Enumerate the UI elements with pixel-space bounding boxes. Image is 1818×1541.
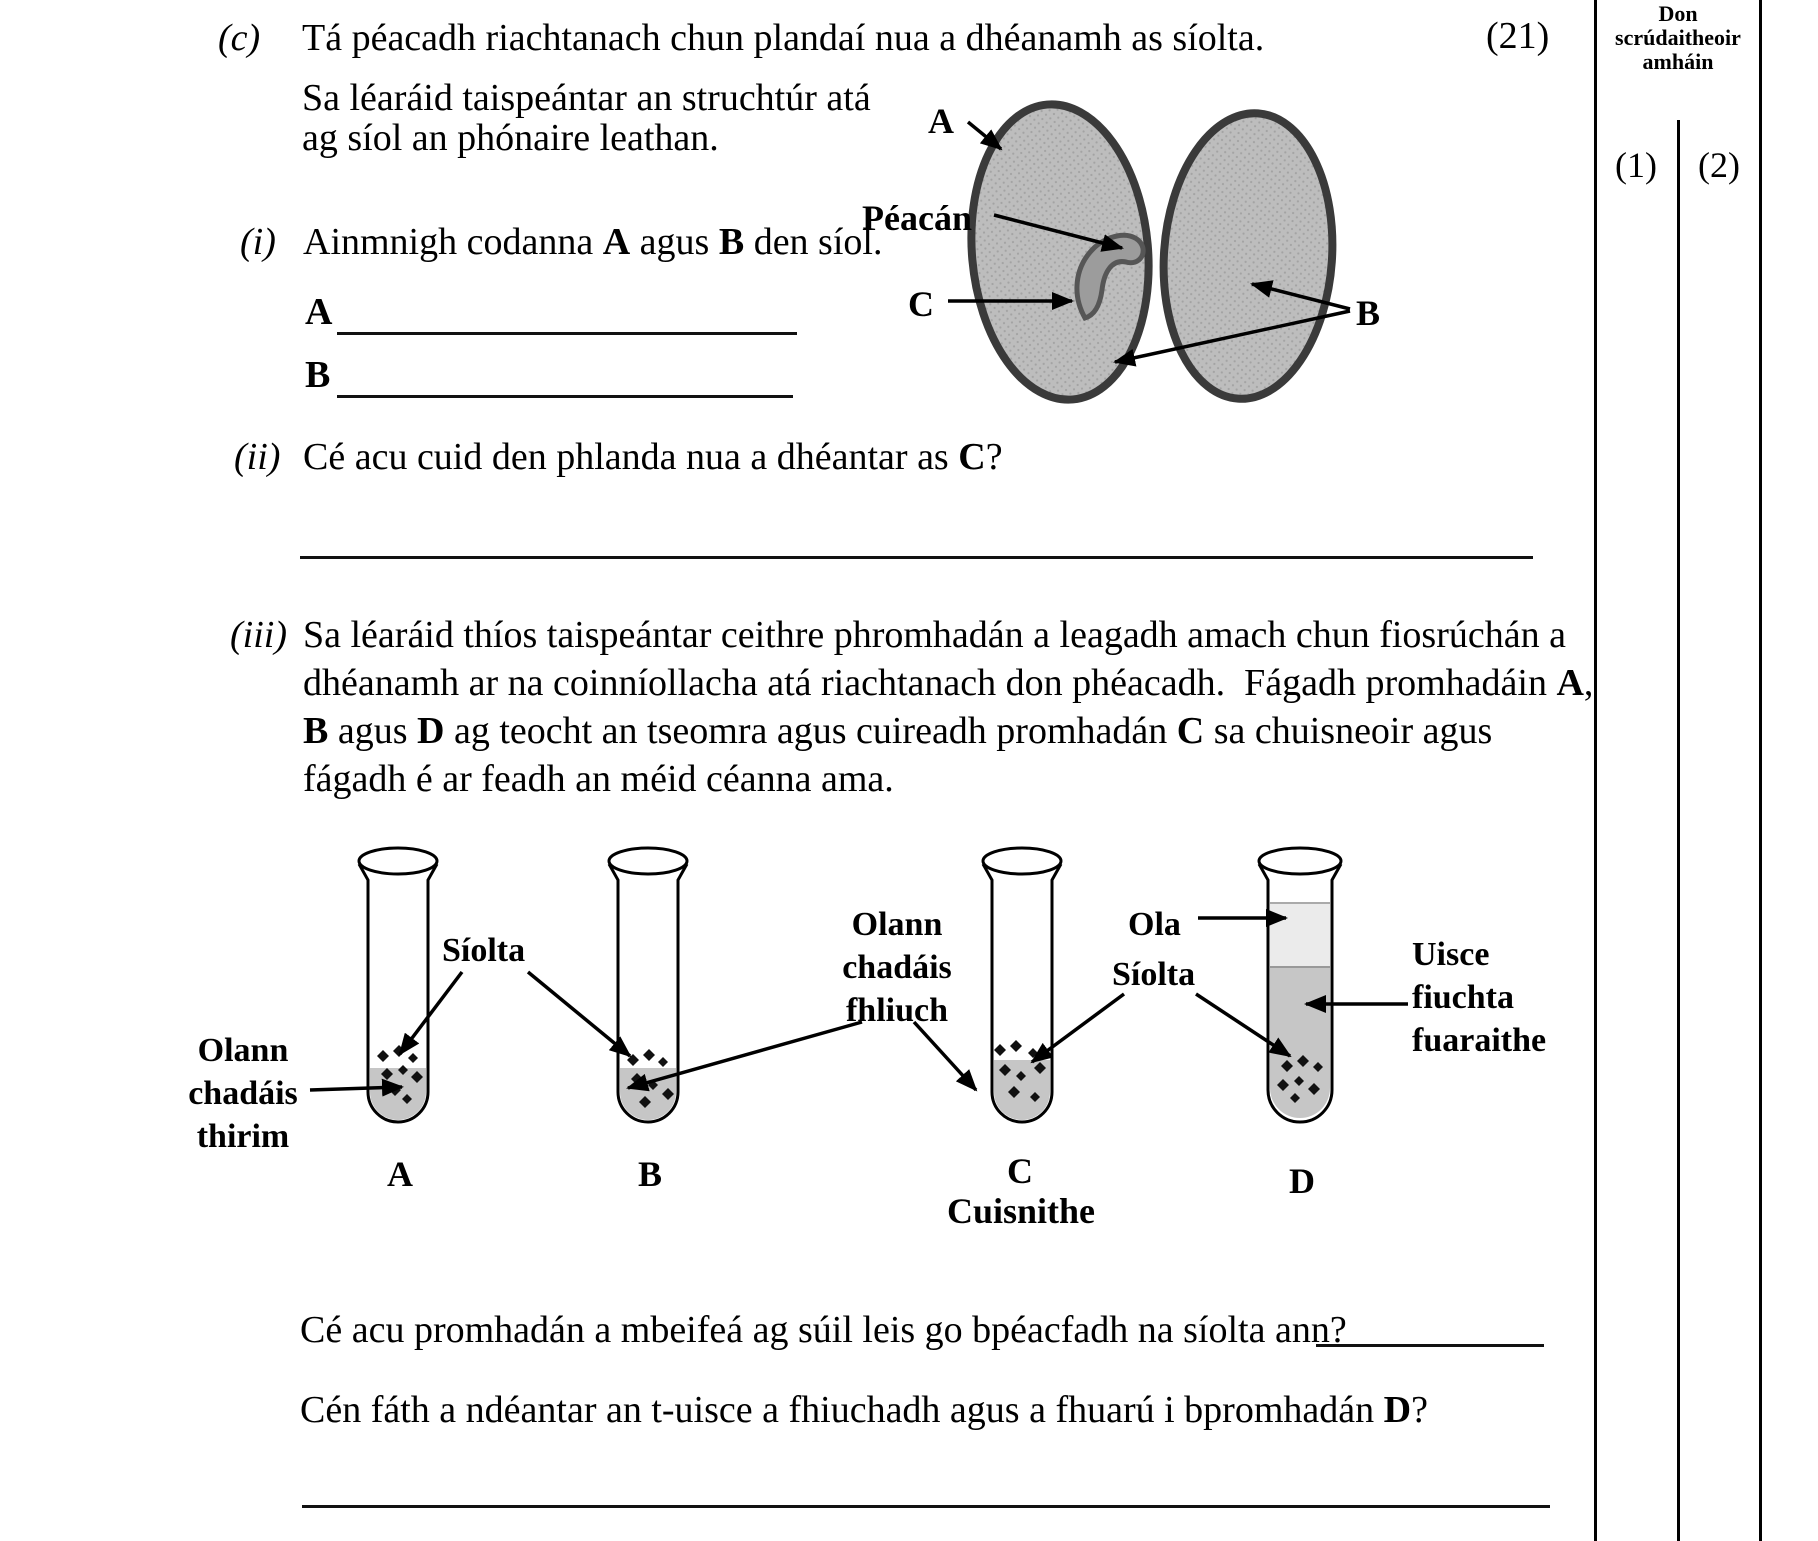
uisce-line3: fuaraithe bbox=[1412, 1021, 1547, 1059]
question-1: Cé acu promhadán a mbeifeá ag súil leis … bbox=[300, 1309, 1347, 1351]
seed-label-a: A bbox=[928, 101, 954, 141]
arrow-olann-fhliuch-to-c bbox=[912, 1020, 978, 1092]
arrow-a bbox=[966, 120, 1003, 151]
tube-c-label: C bbox=[1007, 1151, 1033, 1191]
part-iii-line1: Sa léaráid thíos taispeántar ceithre phr… bbox=[303, 614, 1566, 656]
seed-label-b: B bbox=[1356, 293, 1381, 333]
tube-d-lip bbox=[1257, 846, 1343, 876]
marks-column-2: (2) bbox=[1698, 145, 1740, 185]
arrow-b-right bbox=[1250, 280, 1351, 311]
arrow-siolta-to-a bbox=[398, 970, 464, 1056]
tube-a-label: A bbox=[387, 1154, 413, 1194]
part-iii-line2: dhéanamh ar na coinníollacha atá riachta… bbox=[303, 662, 1594, 704]
tube-c-seeds bbox=[994, 1040, 1046, 1102]
label-uisce: Uisce fiuchta fuaraithe bbox=[1412, 934, 1546, 1062]
part-iii-label: (iii) bbox=[230, 614, 287, 656]
seed-label-peacan: Péacán bbox=[862, 198, 972, 238]
arrow-olann-fhliuch-to-b bbox=[626, 1020, 863, 1092]
marks-column-1: (1) bbox=[1615, 145, 1657, 185]
arrow-siolta-to-b bbox=[526, 970, 632, 1058]
answer-line-q2[interactable] bbox=[302, 1505, 1550, 1508]
examiner-header-line3: amháin bbox=[1642, 49, 1714, 75]
tube-c-outline bbox=[981, 863, 1063, 1124]
uisce-line2: fiuchta bbox=[1412, 978, 1514, 1016]
part-i-question: Ainmnigh codanna A agus B den síol. bbox=[303, 221, 883, 263]
label-ola: Ola bbox=[1128, 906, 1181, 943]
question-2: Cén fáth a ndéantar an t-uisce a fhiucha… bbox=[300, 1389, 1428, 1431]
tube-a-lip bbox=[357, 846, 439, 876]
margin-rule-divider bbox=[1677, 120, 1680, 1541]
part-c-intro: Tá péacadh riachtanach chun plandaí nua … bbox=[302, 17, 1265, 59]
olann-fhliuch-line3: fhliuch bbox=[845, 991, 949, 1029]
margin-rule-right bbox=[1759, 0, 1762, 1541]
tube-d-label: D bbox=[1289, 1161, 1315, 1201]
answer-line-b[interactable] bbox=[337, 395, 793, 398]
label-olann-fhliuch: Olann chadáis fhliuch bbox=[832, 904, 962, 1032]
olann-fhliuch-line2: chadáis bbox=[842, 948, 952, 986]
part-c-label: (c) bbox=[218, 17, 261, 59]
tube-c-lip bbox=[981, 846, 1063, 876]
arrow-siolta2-to-d bbox=[1195, 992, 1292, 1058]
embryo-shape bbox=[1074, 232, 1146, 321]
label-siolta-right: Síolta bbox=[1112, 956, 1196, 993]
margin-rule-left bbox=[1594, 0, 1597, 1541]
tube-d-oil-layer bbox=[1270, 903, 1330, 967]
answer-line-q1[interactable] bbox=[1316, 1344, 1544, 1347]
seed-diagram bbox=[948, 100, 1351, 404]
arrow-b-left bbox=[1113, 309, 1351, 367]
tube-d-outline bbox=[1257, 863, 1343, 1124]
examiner-header-line2: scrúdaitheoir bbox=[1615, 25, 1741, 51]
part-i-label: (i) bbox=[240, 221, 276, 263]
tube-b-outline bbox=[607, 863, 689, 1124]
arrow-olann-thirim-to-a bbox=[309, 1078, 404, 1097]
lead-line-1: Sa léaráid taispeántar an struchtúr atá bbox=[302, 77, 871, 119]
examiner-header-line1: Don bbox=[1658, 1, 1698, 26]
olann-fhliuch-line1: Olann bbox=[851, 906, 943, 943]
seed-label-c: C bbox=[908, 284, 934, 324]
examiner-only-header: Don scrúdaitheoir amháin bbox=[1597, 1, 1759, 75]
cotyledon-left bbox=[967, 100, 1153, 404]
uisce-line1: Uisce bbox=[1412, 936, 1490, 973]
tube-d-water-layer bbox=[1270, 967, 1330, 1118]
tube-a-outline bbox=[357, 863, 439, 1124]
tube-b-lip bbox=[607, 846, 689, 876]
label-olann-thirim: Olann chadáis thirim bbox=[178, 1030, 308, 1158]
tube-b-seeds bbox=[627, 1049, 674, 1108]
olann-thirim-line2: chadáis bbox=[188, 1074, 298, 1112]
answer-a-label: A bbox=[305, 291, 333, 333]
marks-total: (21) bbox=[1486, 15, 1550, 57]
label-siolta-left: Síolta bbox=[442, 932, 526, 969]
cotyledon-right bbox=[1159, 109, 1337, 403]
part-iii-line3: B agus D ag teocht an tseomra agus cuire… bbox=[303, 710, 1493, 752]
tube-d-seeds bbox=[1277, 1055, 1323, 1103]
part-ii-question: Cé acu cuid den phlanda nua a dhéantar a… bbox=[303, 436, 1003, 478]
olann-thirim-line1: Olann bbox=[197, 1032, 289, 1069]
answer-b-label: B bbox=[305, 354, 331, 396]
tube-c-contents bbox=[994, 1060, 1050, 1120]
tube-b-label: B bbox=[637, 1154, 662, 1194]
test-tube-diagram bbox=[309, 846, 1408, 1124]
answer-line-a[interactable] bbox=[337, 332, 797, 335]
olann-thirim-line3: thirim bbox=[196, 1117, 290, 1155]
part-ii-label: (ii) bbox=[234, 436, 281, 478]
lead-line-2: ag síol an phónaire leathan. bbox=[302, 117, 719, 159]
tube-c-sublabel: Cuisnithe bbox=[946, 1191, 1096, 1231]
arrow-siolta2-to-c bbox=[1030, 992, 1126, 1064]
answer-line-ii[interactable] bbox=[300, 556, 1533, 559]
part-iii-line4: fágadh é ar feadh an méid céanna ama. bbox=[303, 758, 894, 800]
arrow-peacan bbox=[993, 213, 1124, 252]
